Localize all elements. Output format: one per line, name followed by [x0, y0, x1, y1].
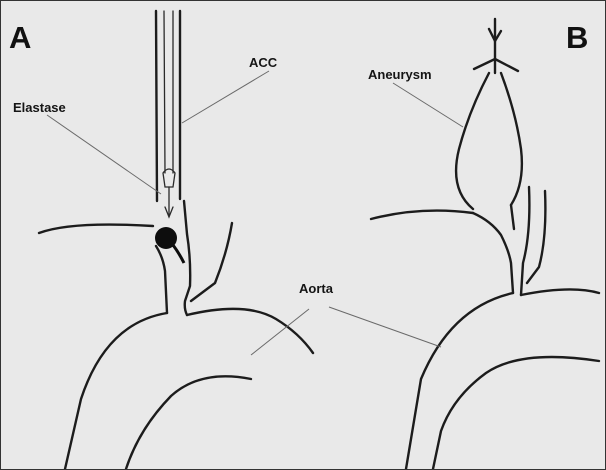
panel-b-letter: B — [566, 20, 588, 55]
aneurysm-label: Aneurysm — [368, 67, 432, 82]
panel-a-letter: A — [9, 20, 31, 55]
elastase-label: Elastase — [13, 100, 66, 115]
acc-label: ACC — [249, 55, 278, 70]
aorta-label: Aorta — [299, 281, 334, 296]
